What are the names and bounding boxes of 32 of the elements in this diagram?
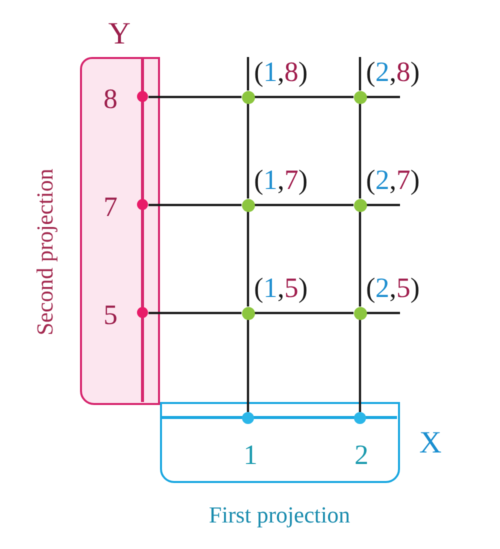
grid-line xyxy=(358,104,362,198)
grid-line xyxy=(366,312,400,314)
grid-line xyxy=(254,312,354,314)
pair-label: (1,7) xyxy=(254,167,308,195)
grid-line xyxy=(358,212,362,306)
grid-line xyxy=(254,204,354,206)
grid-line xyxy=(148,312,242,314)
grid-line xyxy=(366,96,400,98)
pair-label: (1,8) xyxy=(254,59,308,87)
grid-line xyxy=(246,104,250,198)
pair-label: (2,8) xyxy=(366,59,420,87)
set-name: X xyxy=(419,426,442,457)
pair-label: (2,7) xyxy=(366,167,420,195)
element-label: 7 xyxy=(104,194,118,222)
grid-line xyxy=(148,204,242,206)
element-label: 5 xyxy=(104,302,118,330)
grid-line xyxy=(254,96,354,98)
element-label: 1 xyxy=(244,442,258,470)
pair-label: (1,5) xyxy=(254,275,308,303)
grid-line xyxy=(366,204,400,206)
grid-line xyxy=(148,96,242,98)
grid-line xyxy=(358,320,362,412)
pair-label: (2,5) xyxy=(366,275,420,303)
grid-line xyxy=(246,320,250,412)
grid-line xyxy=(358,57,362,90)
grid-line xyxy=(246,212,250,306)
element-label: 8 xyxy=(104,86,118,114)
projection-caption: First projection xyxy=(208,503,350,526)
projection-caption: Second projection xyxy=(33,168,56,335)
grid-line xyxy=(246,57,250,90)
set-name: Y xyxy=(108,17,131,48)
element-label: 2 xyxy=(354,442,368,470)
